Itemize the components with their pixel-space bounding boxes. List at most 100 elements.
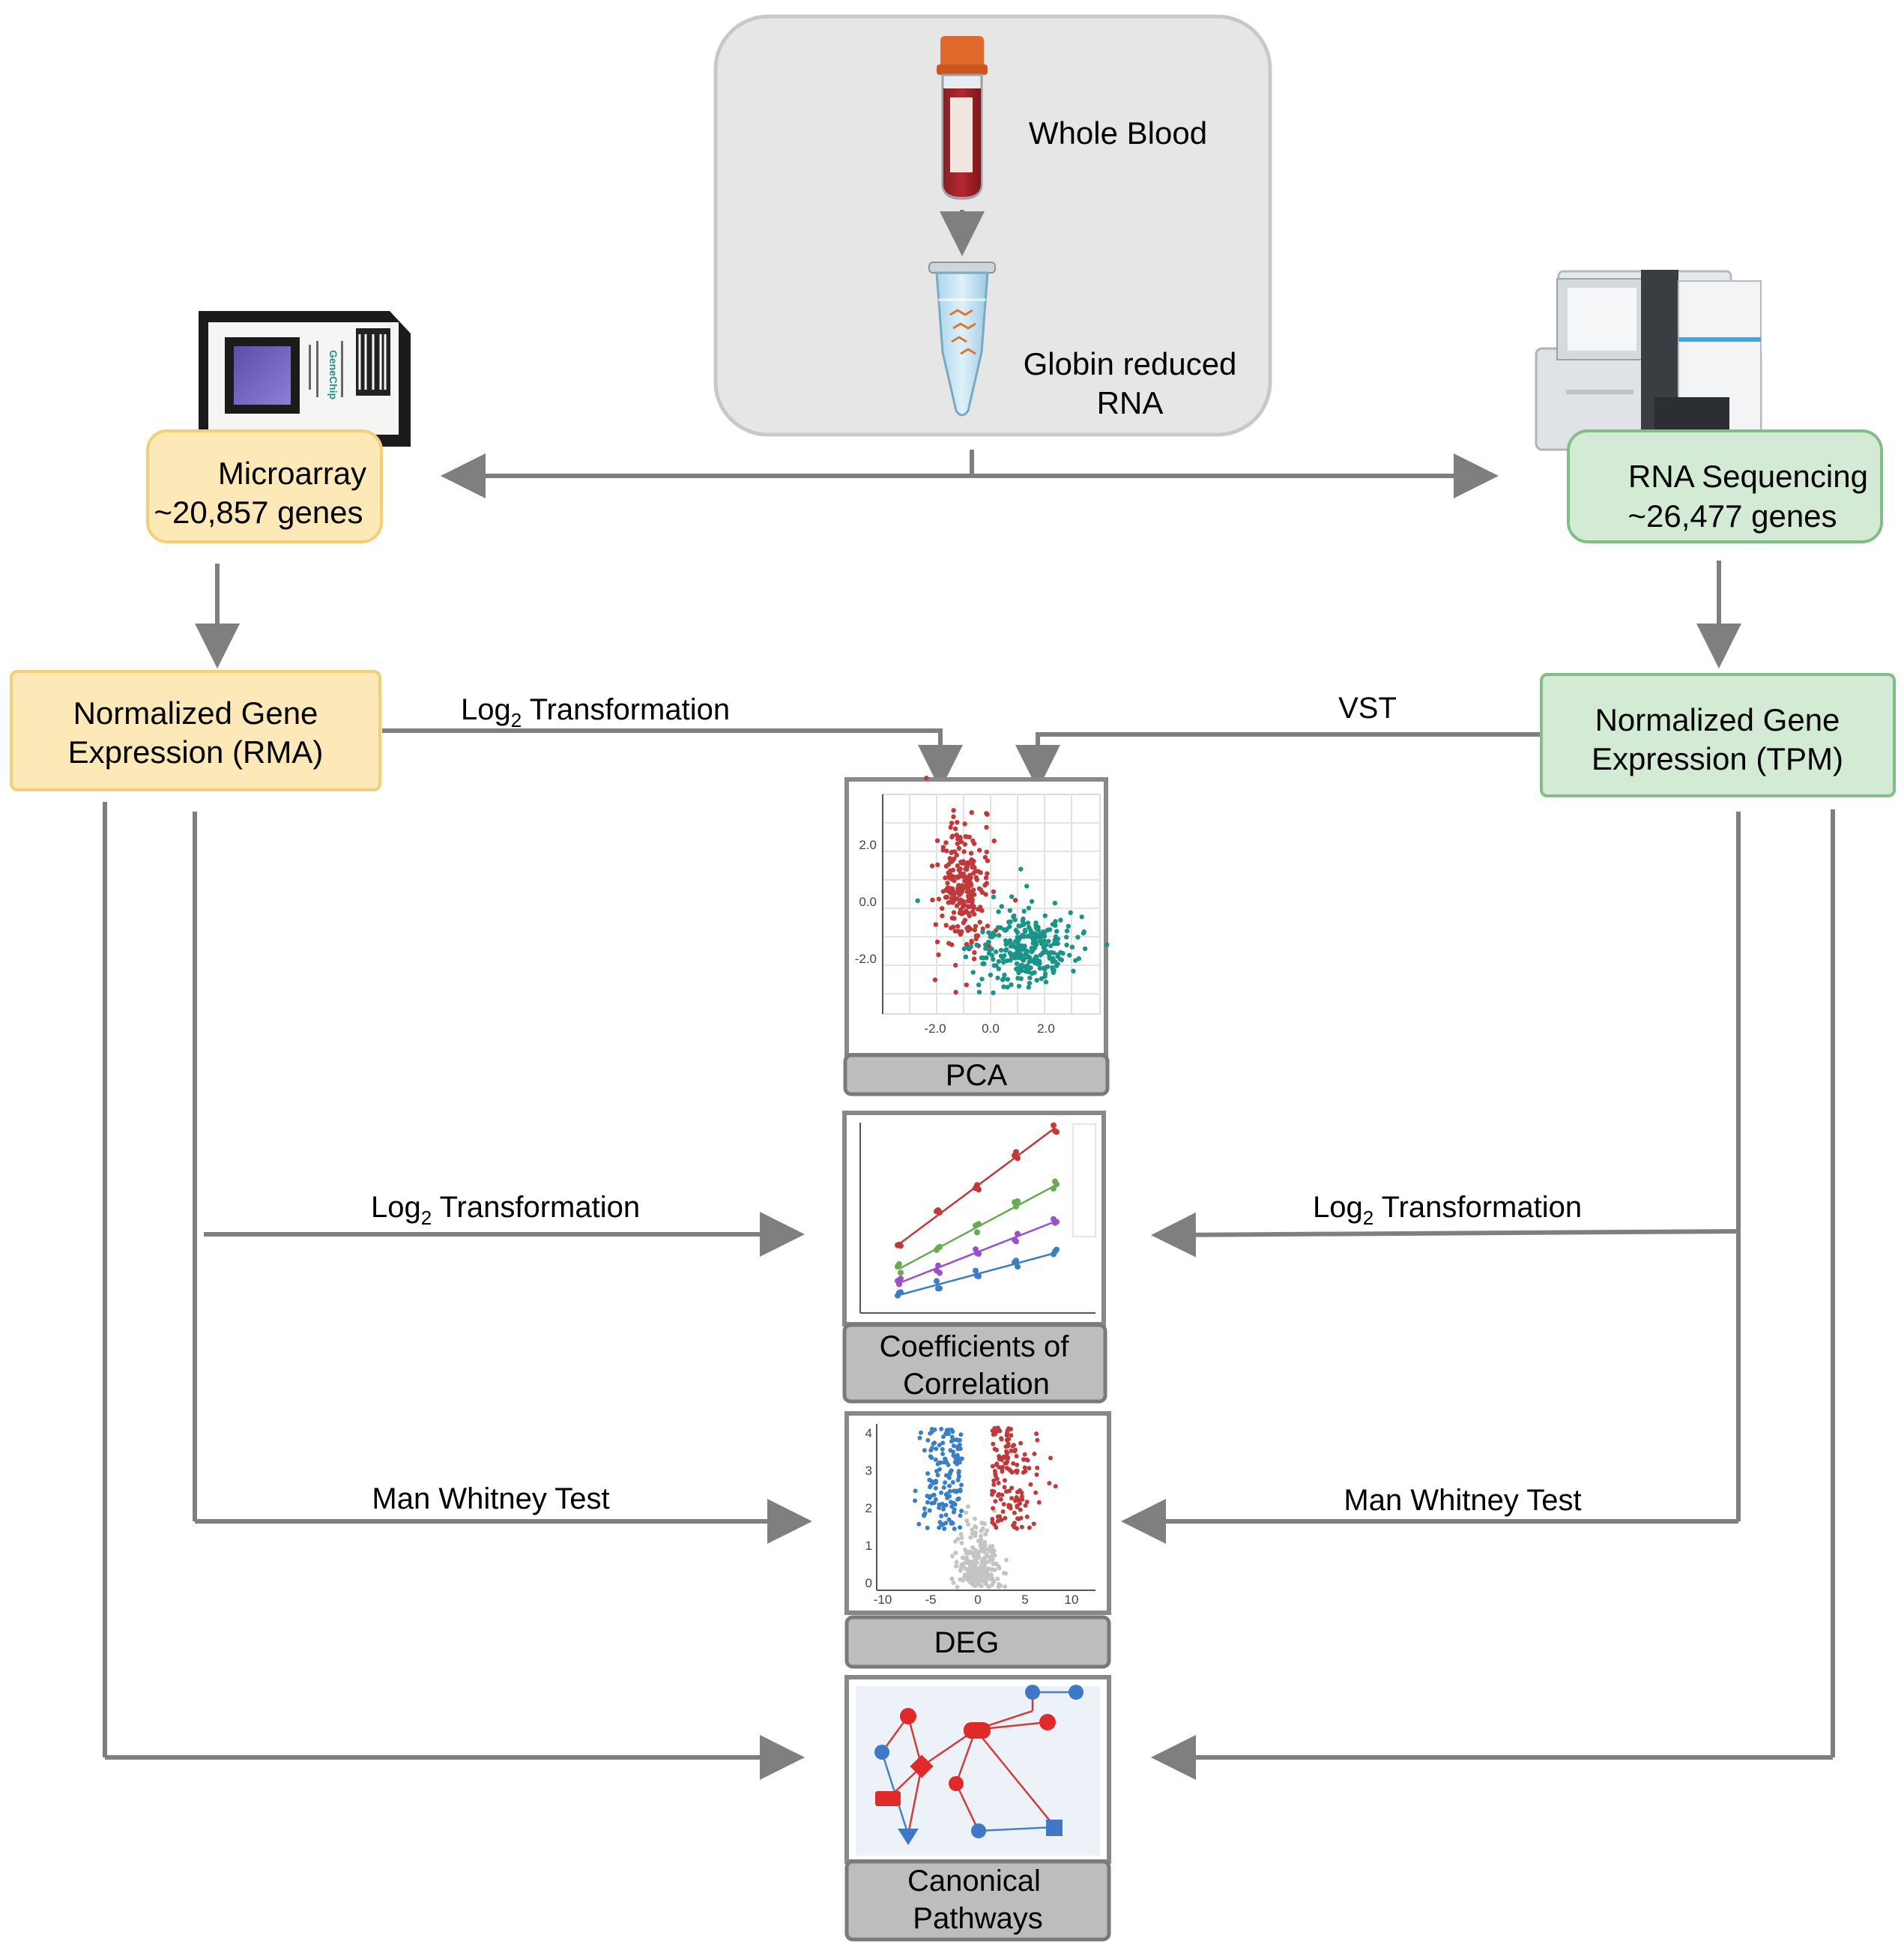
volcano-point-ns [966,1549,971,1554]
corr-point [1054,1181,1060,1188]
pathway-label-line2: Pathways [913,1902,1042,1935]
pca-point-teal [1014,961,1020,967]
pca-point-teal [1021,956,1027,962]
pca-point-red [954,832,959,838]
pca-ytick-3: -2.0 [855,952,877,966]
pca-point-teal [1082,946,1088,952]
corr-point [937,1209,943,1216]
volcano-point-up [991,1489,997,1494]
volcano-point-ns [976,1539,981,1544]
volcano-point-ns [1004,1557,1009,1563]
connectors [103,728,1835,1780]
volcano-point-up [1018,1440,1024,1446]
volcano-point-ns [987,1584,991,1590]
pca-point-teal [1023,968,1028,974]
pca-point-red [977,920,982,925]
volcano-point-down [925,1500,930,1505]
volcano-point-ns [978,1544,983,1549]
volcano-point-down [943,1503,949,1508]
volcano-point-up [1015,1468,1020,1473]
rnaseq-box: RNA Sequencing ~26,477 genes [1567,429,1883,543]
volcano-point-ns [983,1547,988,1551]
pca-point-teal [1015,947,1020,952]
volcano-point-up [1010,1443,1015,1449]
pca-point-red [978,887,984,893]
corr-point [896,1281,902,1288]
volcano-point-up [1005,1428,1010,1434]
volcano-point-ns [996,1564,1001,1569]
volcano-point-up [993,1499,998,1504]
volcano-point-ns [991,1548,997,1554]
pca-point-red [991,838,997,844]
pca-point-red [968,851,974,856]
pca-point-red [953,962,958,968]
pca-point-teal [1018,866,1024,872]
pca-point-teal [1051,950,1057,956]
pca-point-red [966,924,971,930]
pca-point-teal [1038,932,1044,938]
pca-point-red [960,860,965,866]
volcano-point-up [1019,1524,1024,1530]
pca-point-teal [974,942,979,948]
rna-tube-icon [928,262,996,417]
pca-point-teal [1023,929,1028,935]
volcano-point-ns [964,1555,969,1560]
pca-point-teal [989,953,995,958]
pca-point-red [968,875,973,881]
split-arrow [441,450,1499,498]
pca-point-teal [1048,943,1054,949]
pca-point-red [984,824,989,830]
pca-point-teal [986,939,991,945]
volcano-point-down [952,1527,957,1531]
pca-point-teal [963,954,969,960]
volcano-ytick-2: 3 [865,1464,872,1478]
pca-point-red [958,839,964,845]
corr-point [1054,1246,1060,1253]
corr-point [898,1270,904,1276]
pca-point-teal [1104,942,1110,947]
pca-point-teal [1055,954,1061,959]
volcano-point-ns [953,1551,958,1556]
volcano-point-up [1009,1448,1014,1453]
pca-panel: 2.0 0.0 -2.0 -2.0 0.0 2.0 [844,776,1110,1057]
pca-point-teal [1012,956,1018,961]
pca-point-teal [995,925,1001,930]
pca-point-teal [1001,959,1006,965]
volcano-point-ns [990,1544,995,1549]
volcano-point-down [951,1509,956,1515]
pca-point-teal [986,930,991,935]
corr-point [1013,1258,1019,1264]
volcano-point-up [1009,1470,1015,1475]
pca-point-red [940,848,946,853]
pca-point-teal [1001,984,1006,989]
volcano-xtick-1: -10 [874,1593,892,1607]
volcano-point-down [950,1429,955,1434]
pca-point-red [983,875,989,881]
pca-point-teal [1009,982,1014,988]
volcano-point-ns [980,1570,985,1575]
volcano-point-up [1018,1507,1023,1512]
volcano-point-down [947,1483,952,1488]
volcano-point-up [1003,1455,1009,1460]
volcano-point-up [1014,1454,1019,1458]
pca-point-teal [1058,917,1063,923]
volcano-point-down [934,1446,939,1452]
volcano-point-down [928,1485,933,1490]
volcano-point-up [1013,1447,1018,1452]
pca-point-teal [1045,927,1051,933]
volcano-point-up [1034,1431,1039,1437]
volcano-point-up [1013,1498,1018,1503]
corr-label-line1: Coefficients of [880,1330,1070,1363]
volcano-point-down [931,1441,936,1446]
pca-point-red [977,848,982,853]
pca-point-teal [966,946,971,951]
volcano-point-up [995,1518,1000,1524]
volcano-point-down [937,1443,942,1448]
volcano-point-up [1023,1469,1028,1474]
rnaseq-genes: ~26,477 genes [1628,498,1837,534]
volcano-point-up [991,1432,996,1437]
pca-xtick-2: 0.0 [982,1021,1000,1036]
globin-rna-label-line2: RNA [1097,385,1164,420]
pca-point-red [967,904,972,910]
volcano-point-up [997,1491,1001,1497]
